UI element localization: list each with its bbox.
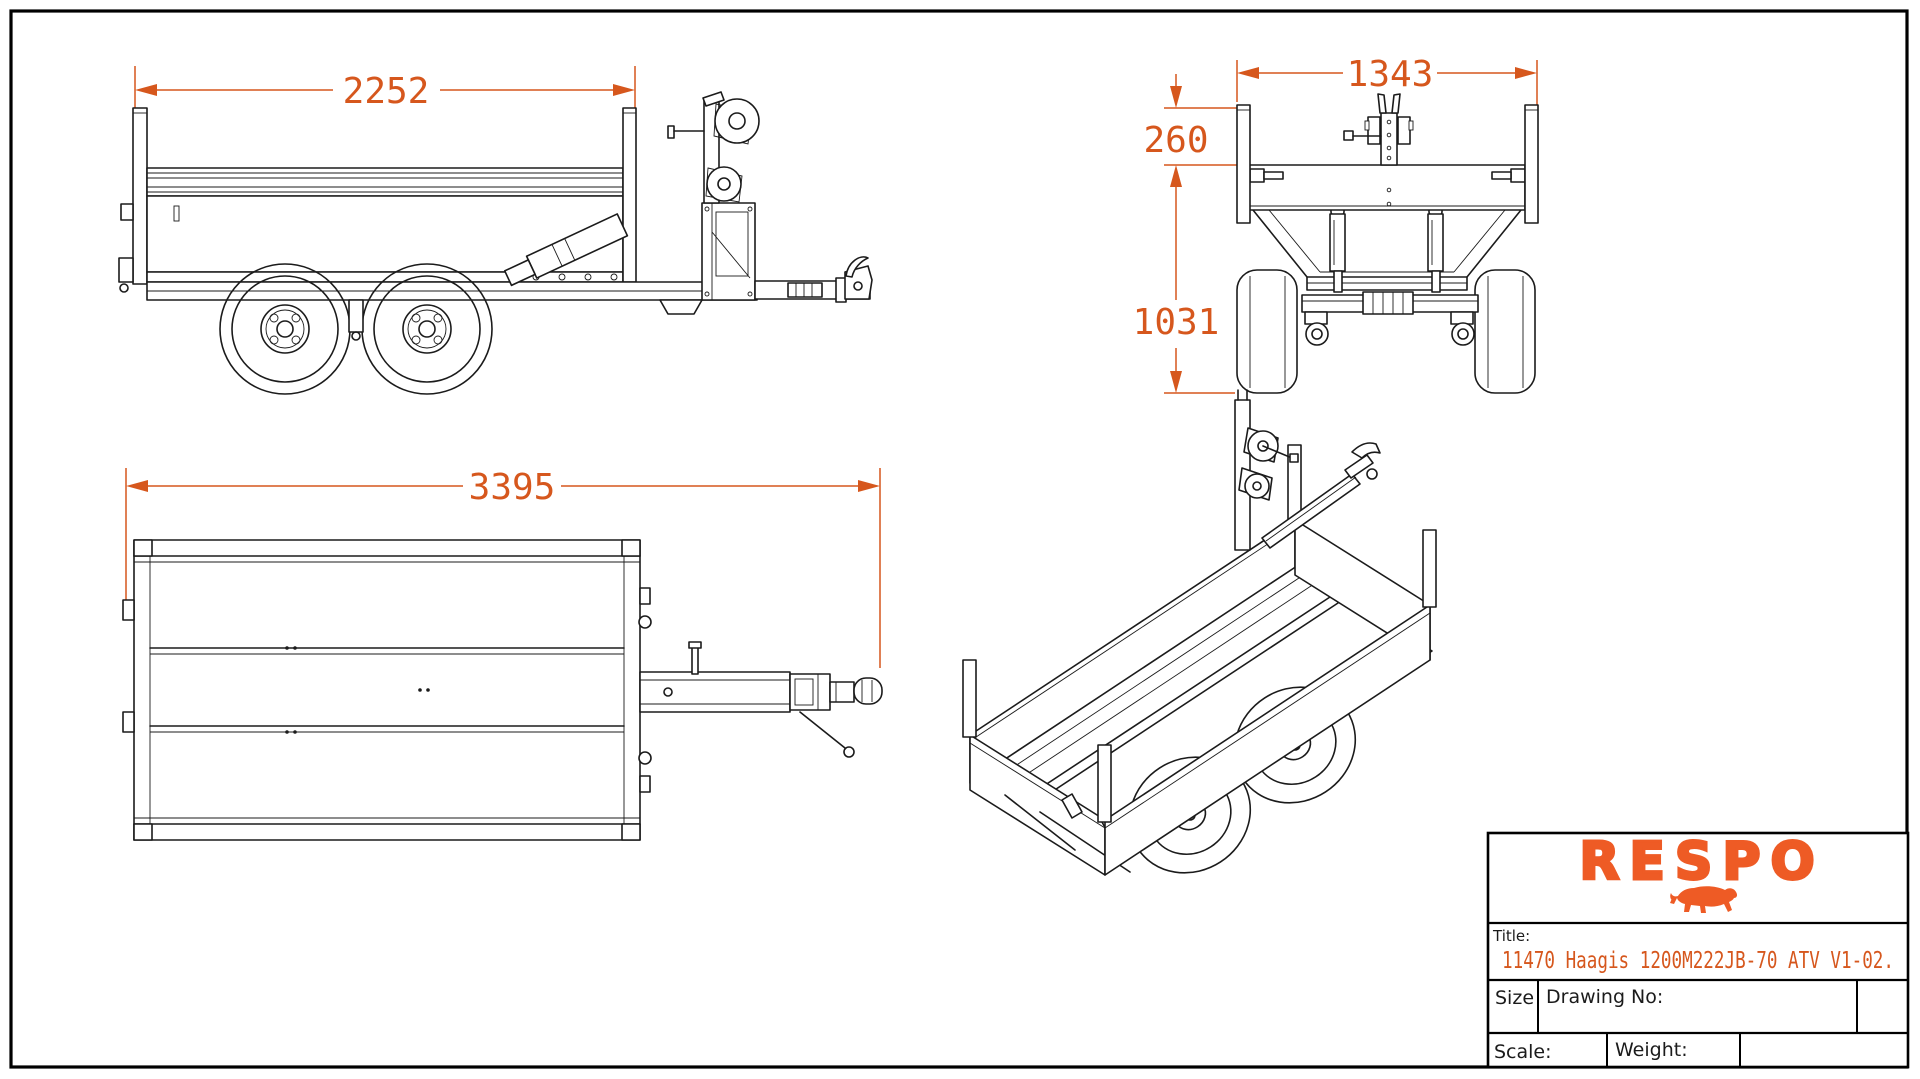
dimension-total-length: 3395	[125, 467, 881, 668]
dimension-rear-heights: 260 1031	[1133, 74, 1248, 394]
side-wheel-front	[219, 263, 351, 395]
iso-stake	[962, 659, 977, 738]
dimension-side-length: 2252	[134, 66, 636, 200]
weight-label: Weight:	[1615, 1039, 1688, 1061]
iso-coupler	[1344, 454, 1374, 479]
dimension-rear-width: 1343	[1236, 54, 1538, 198]
respo-logo-text: RESPO	[1579, 832, 1824, 892]
iso-near-wall	[1104, 604, 1431, 876]
top-view: 3395	[122, 467, 883, 841]
iso-drawbar	[1261, 442, 1381, 549]
side-tipper-cylinder	[503, 213, 629, 287]
bull-icon	[1670, 886, 1738, 913]
side-drawbar	[754, 256, 873, 303]
iso-stake	[1422, 529, 1437, 608]
side-view-trailer	[118, 91, 873, 395]
rear-view: 1343 260 1031	[1133, 54, 1539, 394]
title-label: Title:	[1492, 927, 1530, 945]
dim-body-height-text: 1031	[1133, 302, 1220, 343]
dim-rear-width-text: 1343	[1347, 54, 1434, 95]
rear-shock-left	[1329, 206, 1346, 293]
rear-winch-post	[1343, 93, 1414, 207]
size-label: Size	[1495, 987, 1534, 1009]
scale-label: Scale:	[1494, 1041, 1552, 1063]
iso-stake	[1097, 744, 1112, 823]
dim-total-length-text: 3395	[469, 467, 556, 508]
winch-pulley-icon	[714, 98, 760, 144]
dim-stake-height-text: 260	[1143, 120, 1208, 161]
top-view-trailer	[122, 539, 883, 841]
side-bogie-pivot	[348, 299, 364, 333]
rear-shock-right	[1427, 206, 1444, 293]
side-winch-post	[667, 91, 760, 301]
rear-stake-left	[1236, 104, 1251, 224]
rear-axle	[1301, 291, 1479, 346]
drawing-no-label: Drawing No:	[1546, 986, 1663, 1008]
top-bed	[133, 539, 641, 841]
winch-crank-icon	[1343, 130, 1354, 141]
rear-view-trailer	[1236, 93, 1539, 394]
rear-wheel-right	[1474, 269, 1536, 394]
rear-stake-right	[1524, 104, 1539, 224]
side-view: 2252	[118, 66, 873, 395]
side-rear-stake	[622, 107, 637, 283]
isometric-view	[962, 389, 1437, 876]
iso-winch-post	[1234, 389, 1299, 551]
side-front-stake	[132, 107, 148, 285]
title-block-frame	[1486, 831, 1910, 1069]
title-value: 11470 Haagis 1200M222JB-70 ATV V1-02.	[1502, 948, 1894, 974]
rear-bed-panel	[1247, 164, 1526, 211]
page-border	[9, 9, 1909, 1069]
title-block: RESPO Title: 11470 Haagis 1200M222JB-70 …	[1486, 831, 1910, 1069]
top-drawbar	[639, 641, 883, 758]
rear-wheel-left	[1236, 269, 1298, 394]
dim-side-length-text: 2252	[343, 71, 430, 112]
